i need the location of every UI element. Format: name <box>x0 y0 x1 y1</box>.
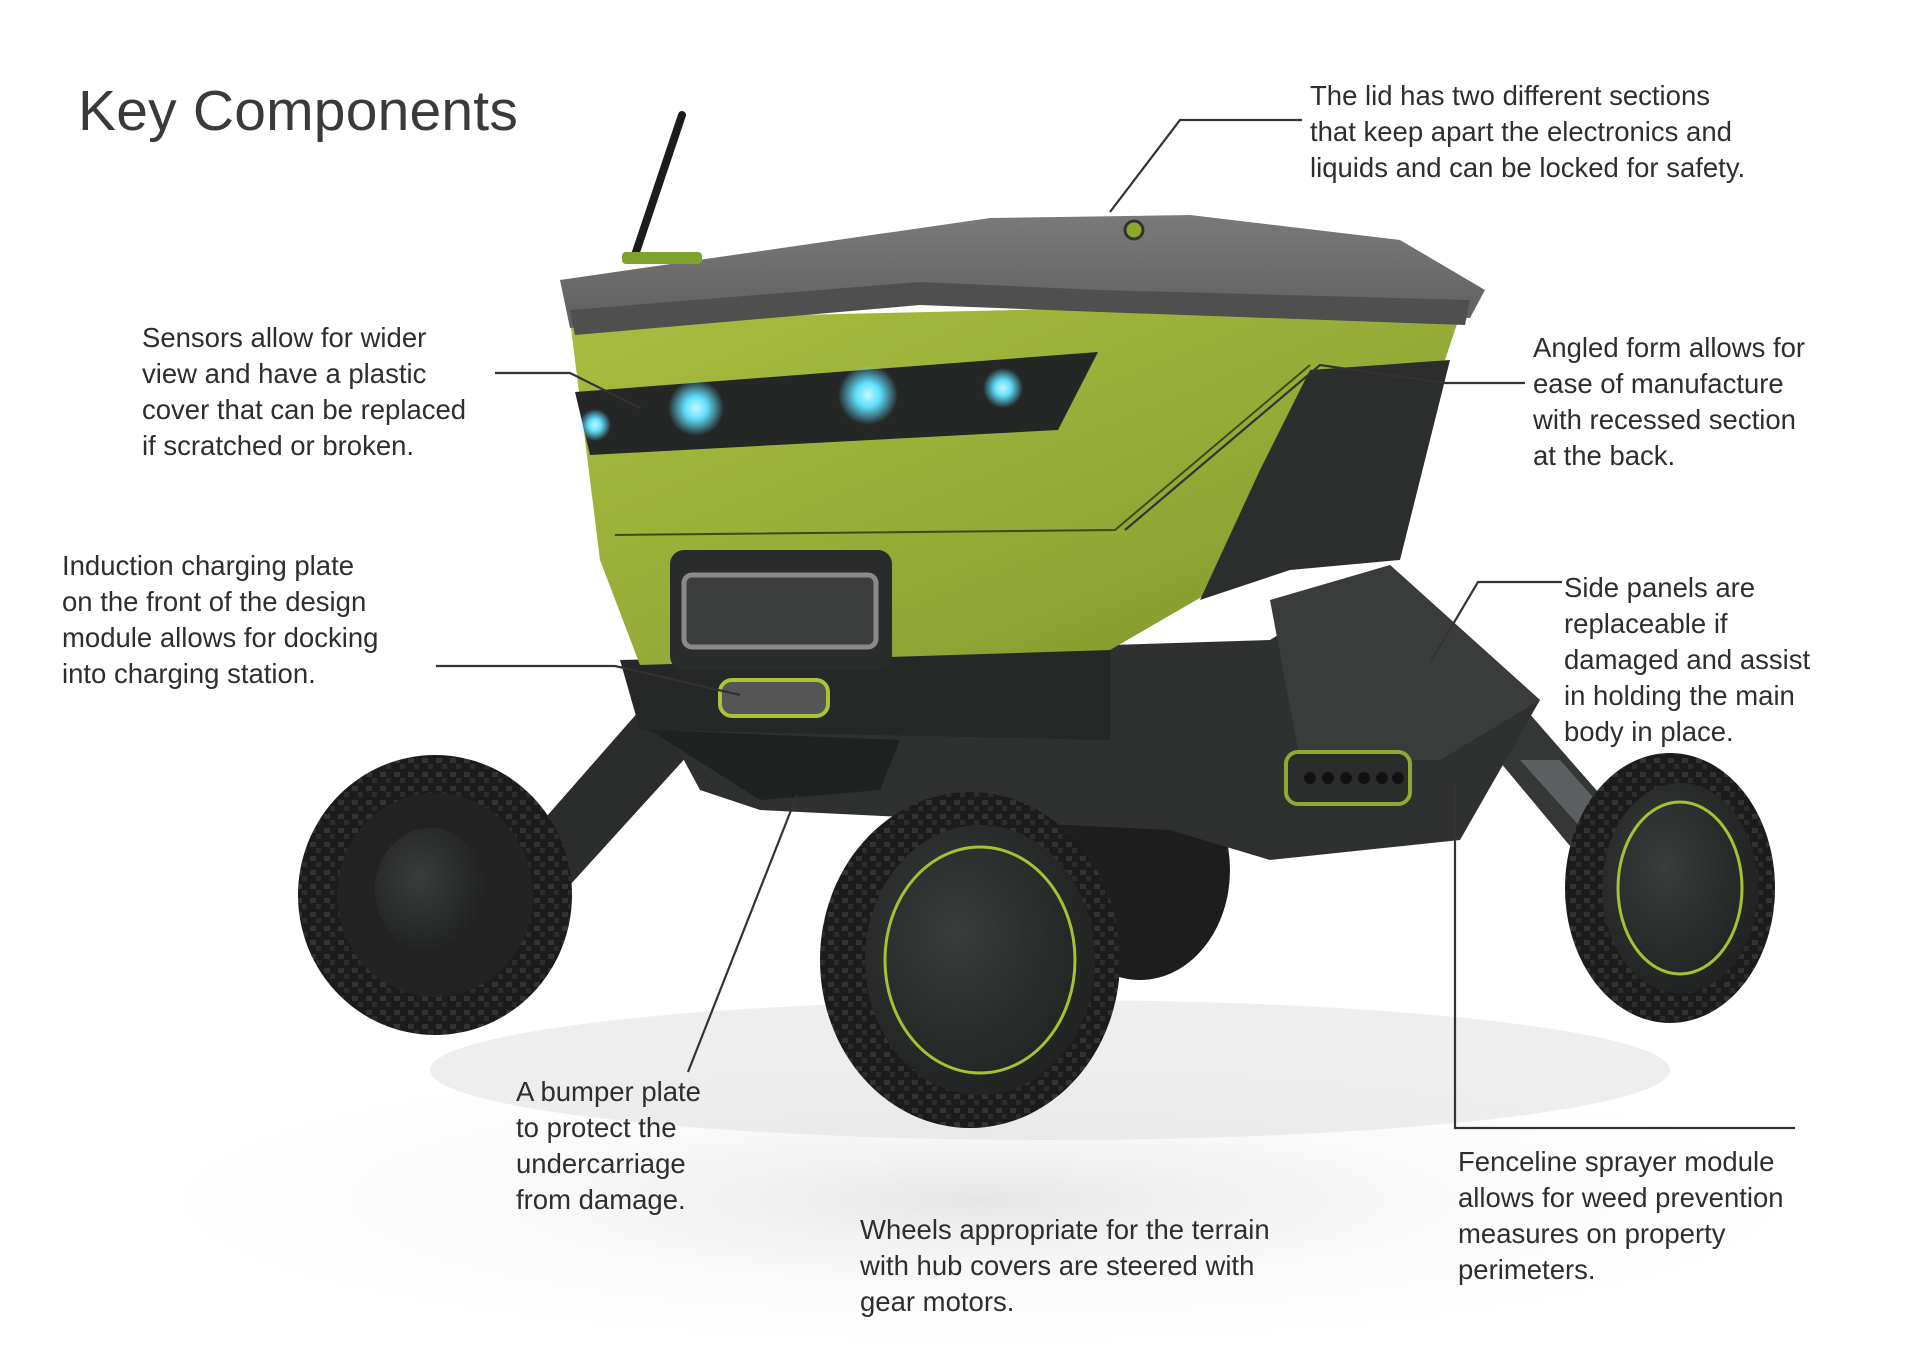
leader-lid <box>1109 118 1302 213</box>
callout-line: ease of manufacture <box>1533 368 1784 399</box>
callout-line: replaceable if <box>1564 608 1728 639</box>
callout-line: damaged and assist <box>1564 644 1811 675</box>
callout-line: Angled form allows for <box>1533 332 1806 363</box>
callout-line: Side panels are <box>1564 572 1756 603</box>
callout-line: liquids and can be locked for safety. <box>1310 152 1746 183</box>
callout-induction: Induction charging plate on the front of… <box>62 548 378 692</box>
callout-line: Fenceline sprayer module <box>1458 1146 1775 1177</box>
sensor-light <box>838 365 898 425</box>
callout-line: measures on property <box>1458 1218 1726 1249</box>
callout-line: that keep apart the electronics and <box>1310 116 1732 147</box>
callout-line: allows for weed prevention <box>1458 1182 1784 1213</box>
callout-line: module allows for docking <box>62 622 379 653</box>
callout-line: body in place. <box>1564 716 1734 747</box>
callout-lid: The lid has two different sections that … <box>1310 78 1745 186</box>
front-left-wheel <box>298 755 572 1035</box>
callout-line: Sensors allow for wider <box>142 322 427 353</box>
callout-line: view and have a plastic <box>142 358 427 389</box>
callout-side-panels: Side panels are replaceable if damaged a… <box>1564 570 1810 750</box>
antenna <box>630 111 686 262</box>
callout-line: into charging station. <box>62 658 316 689</box>
front-right-wheel <box>820 792 1120 1128</box>
back-right-wheel <box>1565 753 1775 1023</box>
leader-bumper <box>686 794 799 1073</box>
callout-angled: Angled form allows for ease of manufactu… <box>1533 330 1805 474</box>
callout-line: cover that can be replaced <box>142 394 467 425</box>
callout-line: on the front of the design <box>62 586 367 617</box>
callout-bumper: A bumper plate to protect the undercarri… <box>516 1074 701 1218</box>
callout-sensors: Sensors allow for wider view and have a … <box>142 320 466 464</box>
body-recess <box>1200 360 1450 600</box>
callout-line: at the back. <box>1533 440 1676 471</box>
lid-lock <box>1123 219 1145 241</box>
callout-line: from damage. <box>516 1184 686 1215</box>
callout-line: undercarriage <box>516 1148 686 1179</box>
leader-induction <box>436 664 741 697</box>
callout-line: with recessed section <box>1533 404 1796 435</box>
leader-fenceline <box>1453 785 1795 1130</box>
callout-line: A bumper plate <box>516 1076 701 1107</box>
undercarriage <box>650 730 900 800</box>
chassis-side-panel <box>1270 565 1540 760</box>
callout-line: with hub covers are steered with <box>860 1250 1255 1281</box>
page-title: Key Components <box>78 79 519 143</box>
sprayer-nozzles <box>1304 772 1404 784</box>
callout-wheels: Wheels appropriate for the terrain with … <box>860 1212 1270 1320</box>
callout-line: The lid has two different sections <box>1310 80 1710 111</box>
callout-line: gear motors. <box>860 1286 1015 1317</box>
leader-lines <box>436 118 1795 1130</box>
lid-rim <box>570 282 1470 335</box>
charging-plate <box>681 572 879 650</box>
leader-sensors <box>495 371 641 409</box>
body-edge-line <box>614 364 1311 536</box>
callout-line: to protect the <box>516 1112 677 1143</box>
callout-line: in holding the main <box>1564 680 1795 711</box>
callout-fenceline: Fenceline sprayer module allows for weed… <box>1458 1144 1784 1288</box>
floor-shadow <box>80 1040 1880 1348</box>
callout-line: Induction charging plate <box>62 550 355 581</box>
leader-angled <box>1124 363 1525 531</box>
antenna-base <box>622 252 702 264</box>
sensor-light <box>983 368 1023 408</box>
callout-line: perimeters. <box>1458 1254 1596 1285</box>
bumper-plate <box>718 678 830 718</box>
sensor-light <box>579 409 611 441</box>
callout-line: if scratched or broken. <box>142 430 415 461</box>
sensor-light <box>668 380 724 436</box>
leader-side <box>1429 580 1562 664</box>
callout-line: Wheels appropriate for the terrain <box>860 1214 1270 1245</box>
